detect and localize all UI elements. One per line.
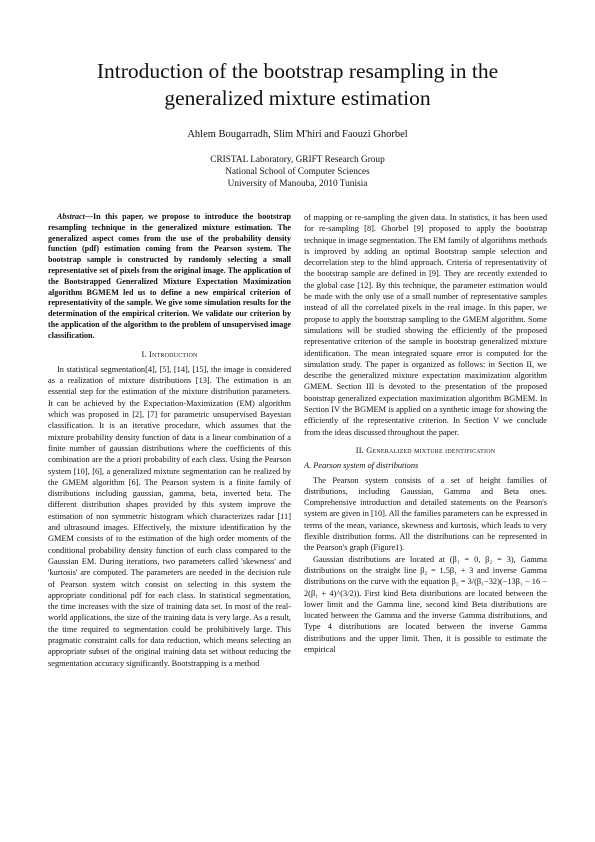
distribution-locations-paragraph: Gaussian distributions are located at (β… — [304, 554, 547, 654]
affiliation-block: CRISTAL Laboratory, GRIFT Research Group… — [50, 154, 545, 190]
introduction-paragraph: In statistical segmentation[4], [5], [14… — [48, 364, 291, 668]
affiliation-line-school: National School of Computer Sciences — [225, 167, 370, 177]
abstract-text: —In this paper, we propose to introduce … — [48, 212, 291, 340]
introduction-continued-paragraph: of mapping or re-sampling the given data… — [304, 213, 547, 437]
right-column: of mapping or re-sampling the given data… — [304, 212, 547, 655]
author-list: Ahlem Bougarradh, Slim M'hiri and Faouzi… — [187, 129, 408, 140]
abstract: Abstract—In this paper, we propose to in… — [48, 212, 291, 342]
paper-title: Introduction of the bootstrap resampling… — [50, 58, 545, 112]
section-heading-generalized-mixture: II. Generalized mixture identification — [355, 445, 496, 455]
title-line-1: Introduction of the bootstrap resampling… — [96, 59, 499, 83]
section-heading-introduction: I. Introduction — [141, 349, 198, 359]
pearson-system-paragraph: The Pearson system consists of a set of … — [304, 475, 547, 553]
subsection-heading-pearson-system: A. Pearson system of distributions — [304, 461, 419, 471]
left-column: Abstract—In this paper, we propose to in… — [48, 212, 291, 669]
affiliation-line-lab: CRISTAL Laboratory, GRIFT Research Group — [210, 155, 385, 165]
abstract-label: Abstract — [57, 212, 85, 221]
title-line-2: generalized mixture estimation — [164, 86, 431, 110]
affiliation-line-university: University of Manouba, 2010 Tunisia — [227, 179, 368, 189]
